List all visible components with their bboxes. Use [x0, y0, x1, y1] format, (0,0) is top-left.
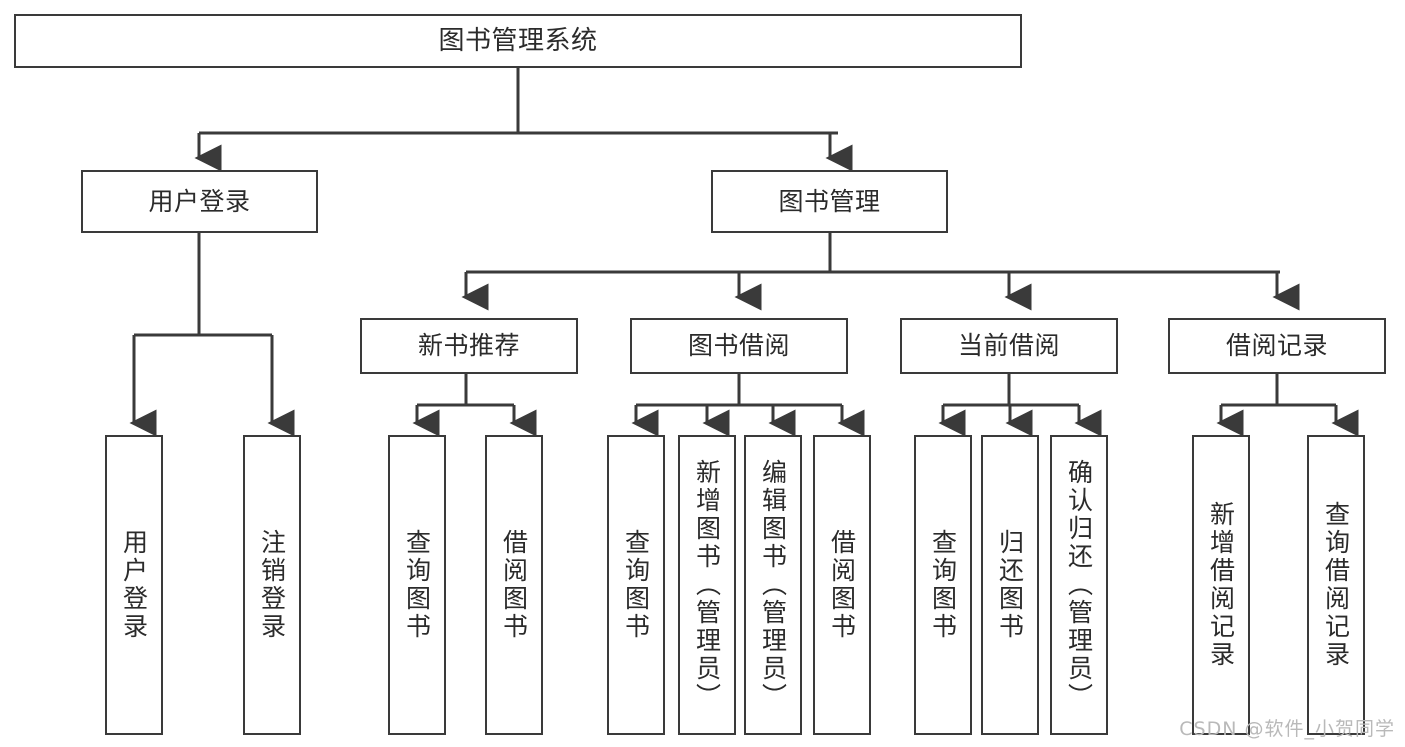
node-label: 新增借阅记录: [1206, 501, 1236, 669]
node-root-system[interactable]: 图书管理系统: [14, 14, 1022, 68]
leaf-current-query-book[interactable]: 查询图书: [914, 435, 972, 735]
node-current-borrow[interactable]: 当前借阅: [900, 318, 1118, 374]
node-label: 新书推荐: [417, 331, 520, 361]
node-label: 查询借阅记录: [1321, 501, 1351, 669]
leaf-borrow-query-book[interactable]: 查询图书: [607, 435, 665, 735]
node-label: 查询图书: [928, 529, 958, 641]
node-label: 图书管理系统: [438, 25, 598, 56]
node-label: 查询图书: [621, 529, 651, 641]
node-label: 注销登录: [257, 529, 287, 641]
leaf-borrow-add-book-admin[interactable]: 新增图书（管理员）: [678, 435, 736, 735]
leaf-borrow-borrow-book[interactable]: 借阅图书: [813, 435, 871, 735]
leaf-new-book-borrow[interactable]: 借阅图书: [485, 435, 543, 735]
node-borrow-records[interactable]: 借阅记录: [1168, 318, 1386, 374]
node-label: 图书管理: [778, 186, 881, 216]
node-label: 确认归还（管理员）: [1064, 459, 1094, 711]
node-label: 查询图书: [402, 529, 432, 641]
leaf-user-login-signout[interactable]: 注销登录: [243, 435, 301, 735]
leaf-records-query-record[interactable]: 查询借阅记录: [1307, 435, 1365, 735]
node-user-login[interactable]: 用户登录: [81, 170, 318, 233]
watermark: CSDN @软件_小贺同学: [1179, 718, 1395, 740]
node-label: 用户登录: [119, 529, 149, 641]
node-label: 图书借阅: [687, 331, 790, 361]
leaf-user-login-signin[interactable]: 用户登录: [105, 435, 163, 735]
node-label: 新增图书（管理员）: [692, 459, 722, 711]
node-book-management[interactable]: 图书管理: [711, 170, 948, 233]
node-new-book-recommend[interactable]: 新书推荐: [360, 318, 578, 374]
node-book-borrow[interactable]: 图书借阅: [630, 318, 848, 374]
leaf-borrow-edit-book-admin[interactable]: 编辑图书（管理员）: [744, 435, 802, 735]
node-label: 归还图书: [995, 529, 1025, 641]
node-label: 编辑图书（管理员）: [758, 459, 788, 711]
node-label: 借阅图书: [827, 529, 857, 641]
node-label: 当前借阅: [957, 331, 1060, 361]
leaf-records-add-record[interactable]: 新增借阅记录: [1192, 435, 1250, 735]
leaf-current-return-book[interactable]: 归还图书: [981, 435, 1039, 735]
leaf-new-book-query[interactable]: 查询图书: [388, 435, 446, 735]
node-label: 用户登录: [148, 186, 251, 216]
node-label: 借阅图书: [499, 529, 529, 641]
leaf-current-confirm-return-admin[interactable]: 确认归还（管理员）: [1050, 435, 1108, 735]
node-label: 借阅记录: [1225, 331, 1328, 361]
